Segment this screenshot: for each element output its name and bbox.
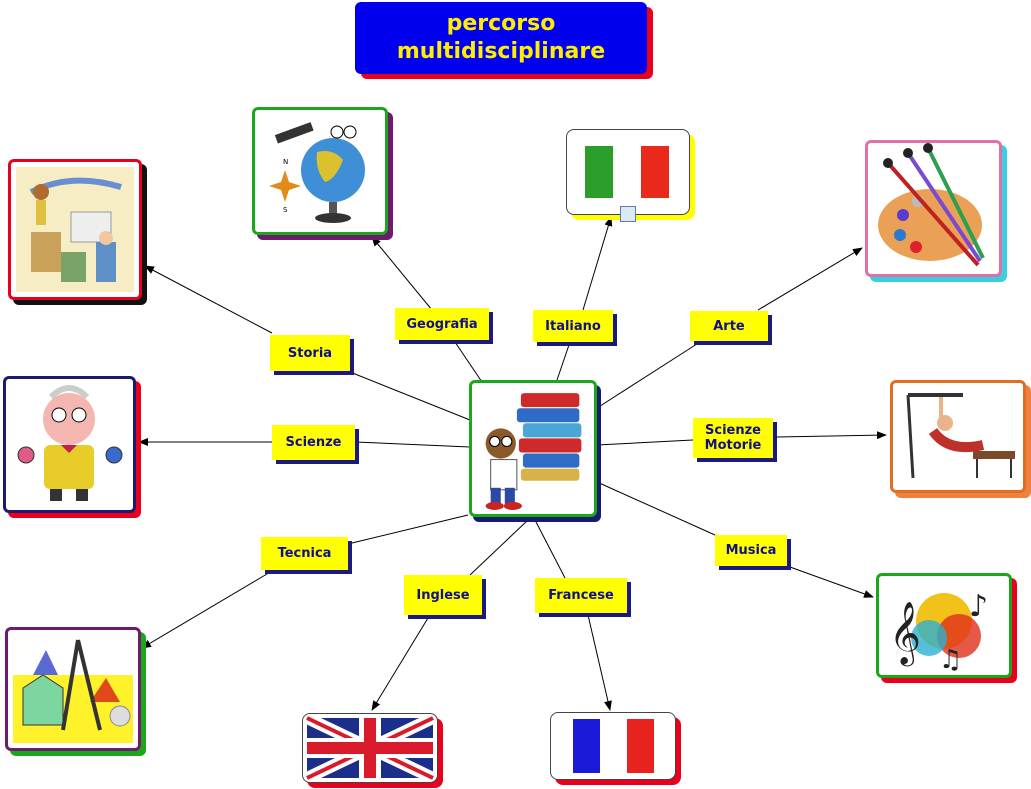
label-geografia[interactable]: Geografia [395,308,489,340]
label-musica-text: Musica [726,543,777,558]
svg-text:𝄞: 𝄞 [889,601,921,667]
title-line-2: multidisciplinare [355,38,647,66]
svg-text:S: S [283,206,288,214]
label-scienze-text: Scienze [286,435,342,450]
label-tecnica[interactable]: Tecnica [261,537,348,570]
history-image[interactable] [8,159,142,300]
label-arte-text: Arte [713,319,745,334]
scientist-image[interactable] [3,376,136,513]
globe-image[interactable]: N S [252,107,388,235]
svg-text:N: N [283,158,288,166]
label-musica[interactable]: Musica [715,535,787,566]
label-italiano-text: Italiano [545,319,601,334]
label-inglese-text: Inglese [416,588,469,603]
palette-image[interactable] [865,140,1002,277]
geometry-image[interactable] [5,627,141,751]
map-title: percorso multidisciplinare [355,2,647,74]
label-storia[interactable]: Storia [270,335,350,371]
svg-text:♪: ♪ [969,589,988,624]
label-francese[interactable]: Francese [535,578,627,613]
label-scienze-motorie-line2: Motorie [705,438,762,453]
italy-flag[interactable] [566,129,690,215]
uk-flag[interactable] [302,713,438,783]
label-arte[interactable]: Arte [690,311,768,341]
title-line-1: percorso [355,10,647,38]
label-geografia-text: Geografia [406,317,477,332]
svg-text:♫: ♫ [939,645,962,675]
label-storia-text: Storia [288,346,332,361]
image-link-icon[interactable] [620,206,636,222]
gymnast-image[interactable] [890,380,1026,493]
label-inglese[interactable]: Inglese [404,575,482,615]
label-francese-text: Francese [548,588,614,603]
label-scienze-motorie[interactable]: Scienze Motorie [693,418,773,458]
label-italiano[interactable]: Italiano [533,310,613,342]
label-scienze[interactable]: Scienze [272,425,355,460]
label-tecnica-text: Tecnica [278,546,332,561]
music-image[interactable]: 𝄞 ♪ ♫ [876,573,1012,678]
label-scienze-motorie-line1: Scienze [705,423,761,438]
books-student-image[interactable] [469,380,597,517]
france-flag[interactable] [550,712,676,780]
